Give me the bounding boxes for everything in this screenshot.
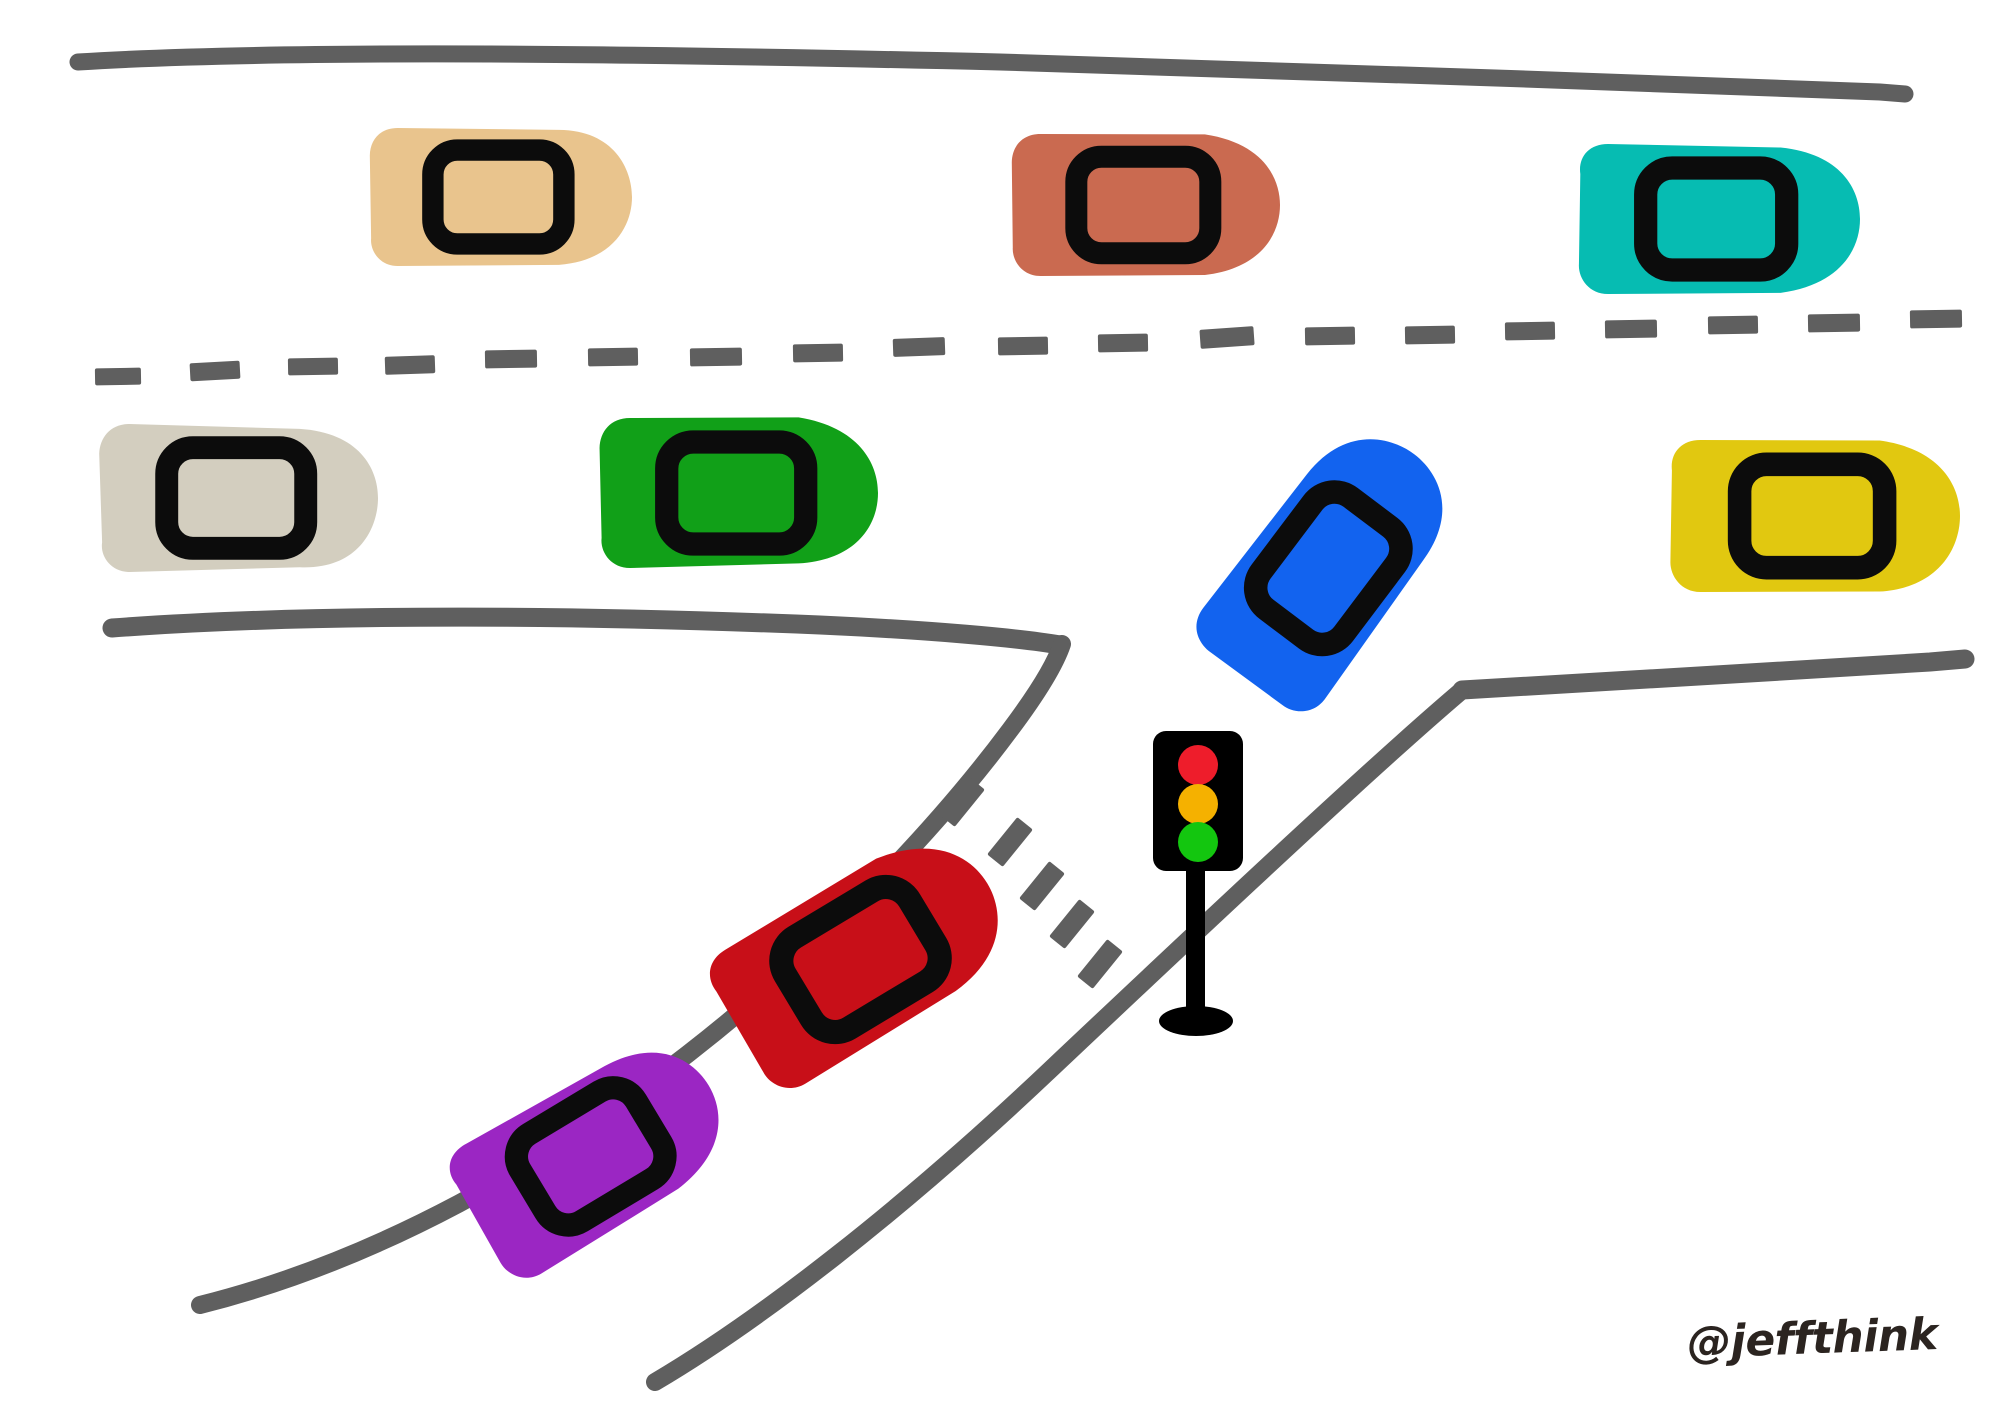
main-road-top-edge (78, 54, 1905, 94)
car-tan[interactable] (370, 128, 632, 266)
traffic-light[interactable] (1153, 731, 1243, 1036)
car-purple-body (439, 1021, 747, 1289)
main-road-bottom-left-edge (112, 617, 1060, 645)
main-road-center-dashes (95, 310, 1962, 386)
main-road-bottom-right-edge (1462, 659, 1965, 690)
car-green[interactable] (600, 417, 878, 568)
car-yellow[interactable] (1670, 440, 1960, 592)
car-purple[interactable] (439, 1021, 747, 1289)
car-blue-body (1185, 408, 1475, 724)
car-beige[interactable] (99, 424, 378, 572)
green-lamp[interactable] (1178, 822, 1218, 862)
amber-lamp[interactable] (1178, 784, 1218, 824)
artist-signature: @jeffthink (1686, 1309, 1938, 1369)
car-red-body (699, 816, 1028, 1099)
car-terracotta[interactable] (1012, 134, 1280, 276)
car-teal[interactable] (1579, 144, 1860, 294)
red-lamp[interactable] (1178, 745, 1218, 785)
car-red[interactable] (699, 816, 1028, 1099)
car-blue[interactable] (1185, 408, 1475, 724)
